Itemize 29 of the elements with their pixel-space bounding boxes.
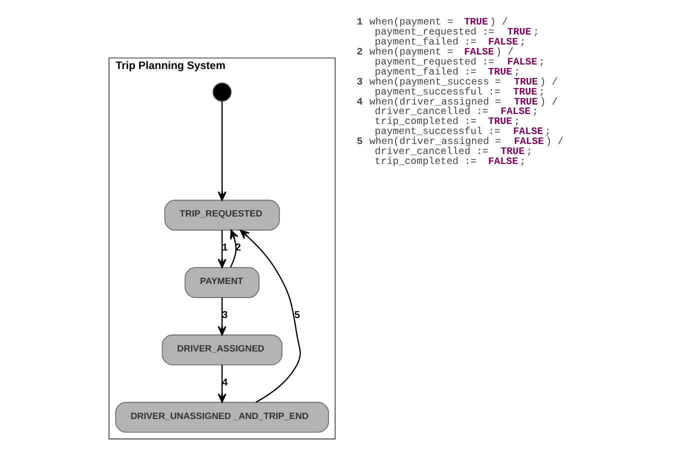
node-box: DRIVER_ASSIGNED [162, 334, 282, 366]
arrow [218, 230, 226, 268]
label: payment_requested := FALSE; [374, 56, 545, 68]
label: payment_failed := FALSE; [374, 36, 526, 48]
label: 2 when(payment = FALSE) / [356, 46, 514, 58]
node-circle [212, 82, 232, 102]
edge-label: 4 [222, 377, 228, 388]
arrow [218, 365, 226, 403]
arrow [240, 230, 301, 403]
label: payment_failed := TRUE; [374, 66, 520, 78]
node-box: TRIP_REQUESTED [164, 200, 280, 231]
label: 1 when(payment = TRUE) / [356, 16, 508, 28]
label: 3 when(payment_success = TRUE) / [356, 76, 558, 88]
label: payment_successful := FALSE; [374, 126, 551, 138]
label: payment_successful := TRUE; [374, 86, 545, 98]
label: 4 when(driver_assigned = TRUE) / [356, 96, 558, 108]
label: 5 when(driver_assigned = FALSE) / [356, 136, 564, 148]
label: trip_completed := TRUE; [374, 116, 520, 128]
arrow [218, 298, 226, 336]
node-box: PAYMENT [184, 267, 260, 298]
label: driver_cancelled := TRUE; [374, 146, 532, 158]
edge-label: 3 [222, 310, 228, 321]
label: trip_completed := FALSE; [374, 156, 526, 168]
edge-label: 1 [222, 242, 228, 254]
node-box: DRIVER_UNASSIGNED _AND_TRIP_END [115, 402, 329, 433]
arrow [218, 101, 226, 201]
label: payment_requested := TRUE; [374, 26, 540, 38]
edge-label: 5 [294, 310, 300, 321]
label: driver_cancelled := FALSE; [374, 106, 538, 118]
